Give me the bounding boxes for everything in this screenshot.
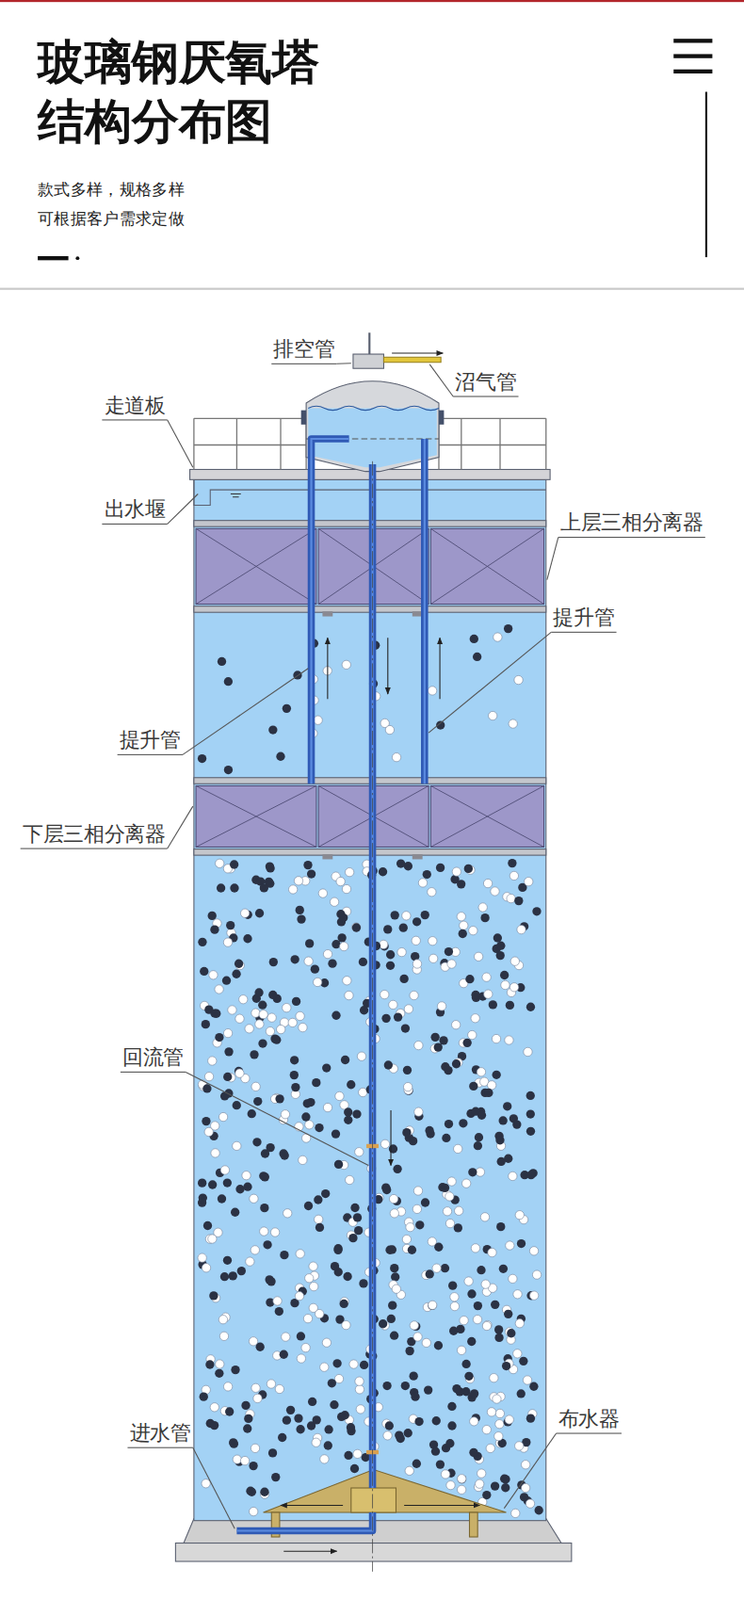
flow-arrow [280, 1504, 343, 1506]
leader-line [167, 806, 194, 849]
inlet-pipe [236, 1512, 372, 1532]
header-divider [0, 288, 744, 291]
leader-line [503, 1433, 556, 1509]
leader-line [167, 494, 199, 525]
inlet-pipe-highlight [236, 1512, 372, 1532]
lift-pipe-left [311, 438, 350, 784]
return-pipe-highlight [371, 464, 373, 1488]
leader-line [428, 631, 551, 733]
subtitle-text: 可根据客户需求定做 [37, 209, 185, 230]
dot-mark [75, 256, 80, 260]
callout-label: 走道板 [101, 392, 167, 421]
leader-line [167, 420, 194, 468]
center-line [372, 461, 373, 1572]
menu-icon-bar [673, 69, 712, 74]
water-surface [307, 405, 439, 410]
subtitle-text: 款式多样，规格多样 [37, 179, 185, 201]
callout-label: 提升管 [117, 727, 183, 756]
leader-line [185, 1071, 369, 1165]
leader-line [337, 362, 352, 365]
callout-label: 提升管 [550, 605, 616, 633]
distributor-hub [351, 1488, 397, 1513]
distributor-leg [469, 1512, 478, 1537]
callout-label: 沼气管 [452, 369, 518, 397]
flow-arrow [326, 637, 328, 699]
top-bar [0, 0, 744, 2]
flow-arrow [390, 1110, 392, 1166]
flow-arrow [404, 1504, 480, 1506]
tank-flange [301, 410, 307, 425]
tank-flange [438, 410, 444, 425]
vent-pipe [368, 332, 371, 355]
callout-label: 出水堰 [101, 497, 167, 525]
flow-arrow [387, 637, 389, 695]
return-pipe [369, 464, 377, 1488]
page-title: 玻璃钢厌氧塔 结构分布图 [37, 32, 344, 152]
leader-lines [167, 363, 559, 1530]
leader-line [182, 668, 308, 756]
callout-label: 下层三相分离器 [20, 821, 168, 849]
lift-pipe-right-highlight [423, 438, 426, 784]
dash-mark [37, 256, 69, 260]
lift-pipe-left-highlight [311, 438, 350, 784]
divider-line [705, 92, 708, 259]
tank-cap [353, 354, 385, 369]
inlet-arrow [283, 1551, 337, 1553]
lift-pipe-right [420, 438, 429, 784]
menu-icon-bar [673, 53, 712, 58]
leader-line [429, 364, 453, 397]
leader-line [547, 537, 559, 581]
callout-label: 回流管 [120, 1045, 186, 1073]
base-plate [175, 1543, 571, 1563]
callout-label: 布水器 [556, 1406, 622, 1434]
callout-label: 上层三相分离器 [558, 510, 706, 538]
menu-icon-bar [673, 38, 712, 43]
water-distributor [263, 1469, 507, 1513]
flow-arrow [439, 637, 441, 699]
biogas-pipe [383, 356, 441, 362]
leader-line [193, 1447, 235, 1529]
water-level-mark [230, 494, 242, 498]
callout-label: 排空管 [271, 337, 337, 365]
gas-arrow [391, 352, 443, 354]
gas-tank [306, 381, 439, 472]
callout-label: 进水管 [127, 1420, 193, 1448]
